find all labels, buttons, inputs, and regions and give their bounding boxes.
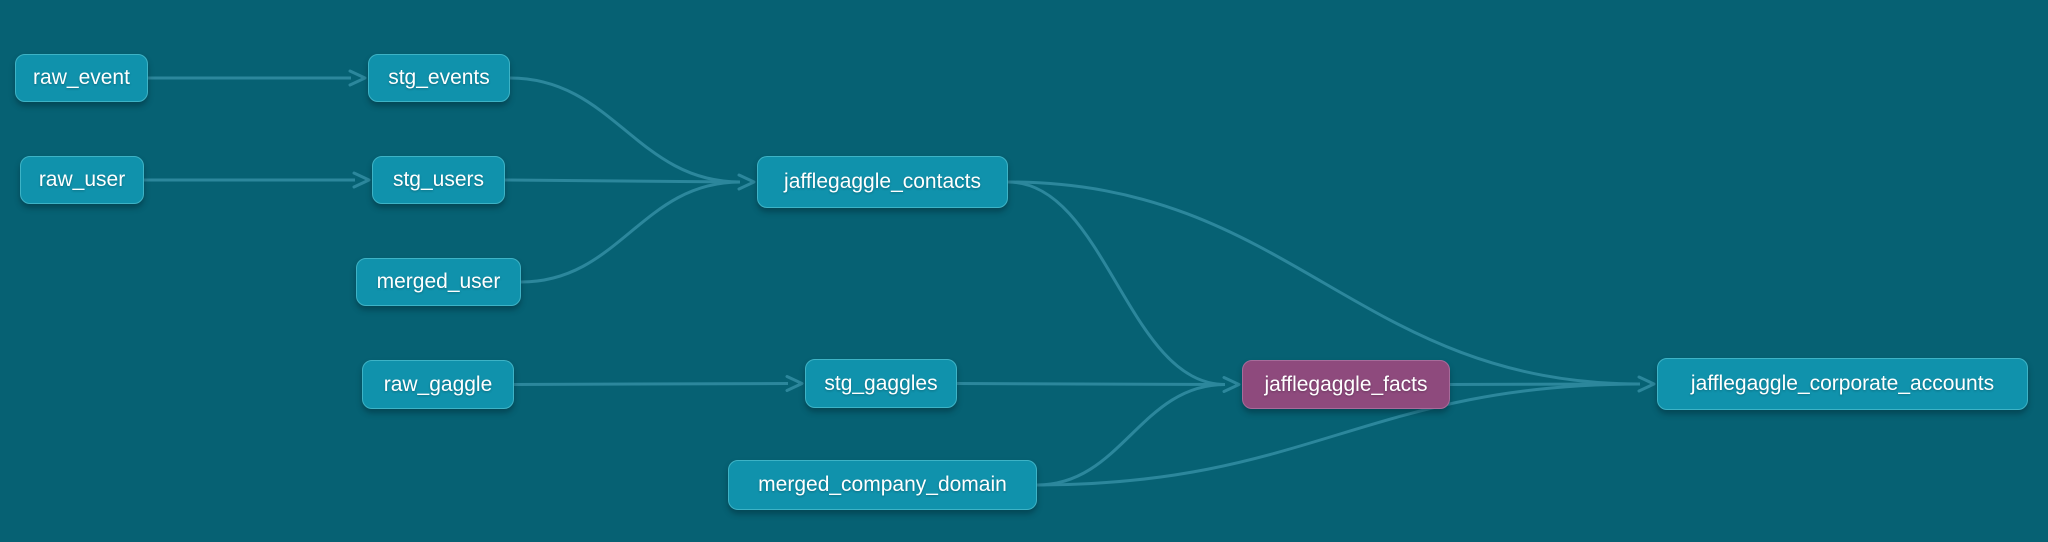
node-merged_user[interactable]: merged_user xyxy=(356,258,521,306)
edge-stg_gaggles-to-jafflegaggle_facts xyxy=(956,382,1226,386)
arrowhead-icon-jafflegaggle_corporate_accounts xyxy=(1637,375,1656,393)
node-merged_company_domain[interactable]: merged_company_domain xyxy=(728,460,1037,510)
arrowhead-icon-stg_events xyxy=(348,69,367,87)
arrowhead-icon-stg_gaggles xyxy=(785,375,804,392)
arrowhead-icon-jafflegaggle_facts xyxy=(1222,376,1241,393)
node-stg_events[interactable]: stg_events xyxy=(368,54,510,102)
node-stg_users[interactable]: stg_users xyxy=(372,156,505,204)
arrowhead-icon-stg_users xyxy=(352,171,371,189)
node-stg_gaggles[interactable]: stg_gaggles xyxy=(805,359,957,408)
node-jafflegaggle_corporate_accounts[interactable]: jafflegaggle_corporate_accounts xyxy=(1657,358,2028,410)
node-raw_event[interactable]: raw_event xyxy=(15,54,148,102)
edge-jafflegaggle_contacts-to-jafflegaggle_corporate_accounts xyxy=(1007,180,1641,386)
edge-raw_gaggle-to-stg_gaggles xyxy=(513,382,789,386)
edge-merged_user-to-jafflegaggle_contacts xyxy=(520,180,741,284)
arrowhead-icon-jafflegaggle_contacts xyxy=(737,173,756,191)
edge-merged_company_domain-to-jafflegaggle_corporate_accounts xyxy=(1036,382,1641,487)
node-raw_gaggle[interactable]: raw_gaggle xyxy=(362,360,514,409)
edge-stg_events-to-jafflegaggle_contacts xyxy=(509,76,741,184)
node-jafflegaggle_contacts[interactable]: jafflegaggle_contacts xyxy=(757,156,1008,208)
node-raw_user[interactable]: raw_user xyxy=(20,156,144,204)
node-jafflegaggle_facts[interactable]: jafflegaggle_facts xyxy=(1242,360,1450,409)
edge-stg_users-to-jafflegaggle_contacts xyxy=(504,178,741,184)
edge-merged_company_domain-to-jafflegaggle_facts xyxy=(1036,383,1226,487)
edge-jafflegaggle_contacts-to-jafflegaggle_facts xyxy=(1007,180,1226,386)
